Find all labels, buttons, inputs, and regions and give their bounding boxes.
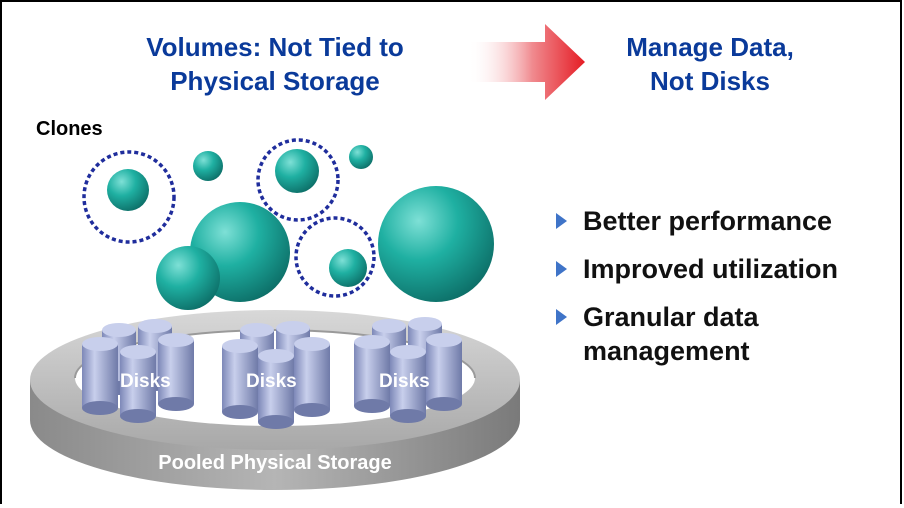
title-manage-line2: Not Disks [650, 66, 770, 96]
disk-group-3: Disks [354, 317, 462, 423]
clone-ring [256, 138, 340, 222]
disk-cylinder [294, 337, 330, 417]
clones-label: Clones [36, 118, 103, 140]
disk-cylinder [158, 333, 194, 411]
volume-sphere [275, 149, 319, 193]
list-item: Improved utilization [556, 252, 896, 286]
disk-cylinder [390, 345, 426, 423]
disk-cylinder [222, 339, 258, 419]
volume-sphere [156, 246, 220, 310]
disk-label-1: Disks [120, 371, 171, 392]
disk-group-1: Disks [82, 319, 194, 423]
bullet-line: Better performance [583, 206, 833, 236]
clone-ring [82, 150, 176, 244]
bullet-line: Granular data [583, 302, 759, 332]
title-volumes-line1: Volumes: Not Tied to [146, 32, 404, 62]
disk-label-2: Disks [246, 371, 297, 392]
disk-group-2: Disks [222, 321, 330, 429]
disk-cylinder [120, 345, 156, 423]
list-item: Granular data management [556, 300, 896, 368]
triangle-bullet-icon [556, 309, 567, 325]
right-arrow-gradient-icon [468, 24, 585, 100]
volume-sphere [378, 186, 494, 302]
volume-sphere [193, 151, 223, 181]
disk-cylinder [426, 333, 462, 411]
bullet-text: Granular data management [583, 300, 759, 368]
disk-cylinder [82, 337, 118, 415]
clone-rings [82, 138, 376, 298]
volume-sphere [349, 145, 373, 169]
triangle-bullet-icon [556, 261, 567, 277]
title-manage-data: Manage Data, Not Disks [585, 30, 835, 98]
bullet-text: Improved utilization [583, 252, 838, 286]
bullet-line: Improved utilization [583, 254, 839, 284]
volume-sphere [329, 249, 367, 287]
title-volumes-line2: Physical Storage [170, 66, 380, 96]
pooled-storage-label: Pooled Physical Storage [158, 452, 391, 474]
volume-spheres [107, 145, 494, 310]
title-volumes: Volumes: Not Tied to Physical Storage [95, 30, 455, 98]
disk-cylinder [258, 349, 294, 429]
benefits-list: Better performance Improved utilization … [556, 204, 896, 382]
disk-label-3: Disks [379, 371, 430, 392]
disk-cylinder [354, 335, 390, 413]
volume-sphere [107, 169, 149, 211]
title-manage-line1: Manage Data, [626, 32, 794, 62]
clone-ring [294, 216, 376, 298]
triangle-bullet-icon [556, 213, 567, 229]
list-item: Better performance [556, 204, 896, 238]
bullet-line: management [583, 336, 750, 366]
bullet-text: Better performance [583, 204, 832, 238]
